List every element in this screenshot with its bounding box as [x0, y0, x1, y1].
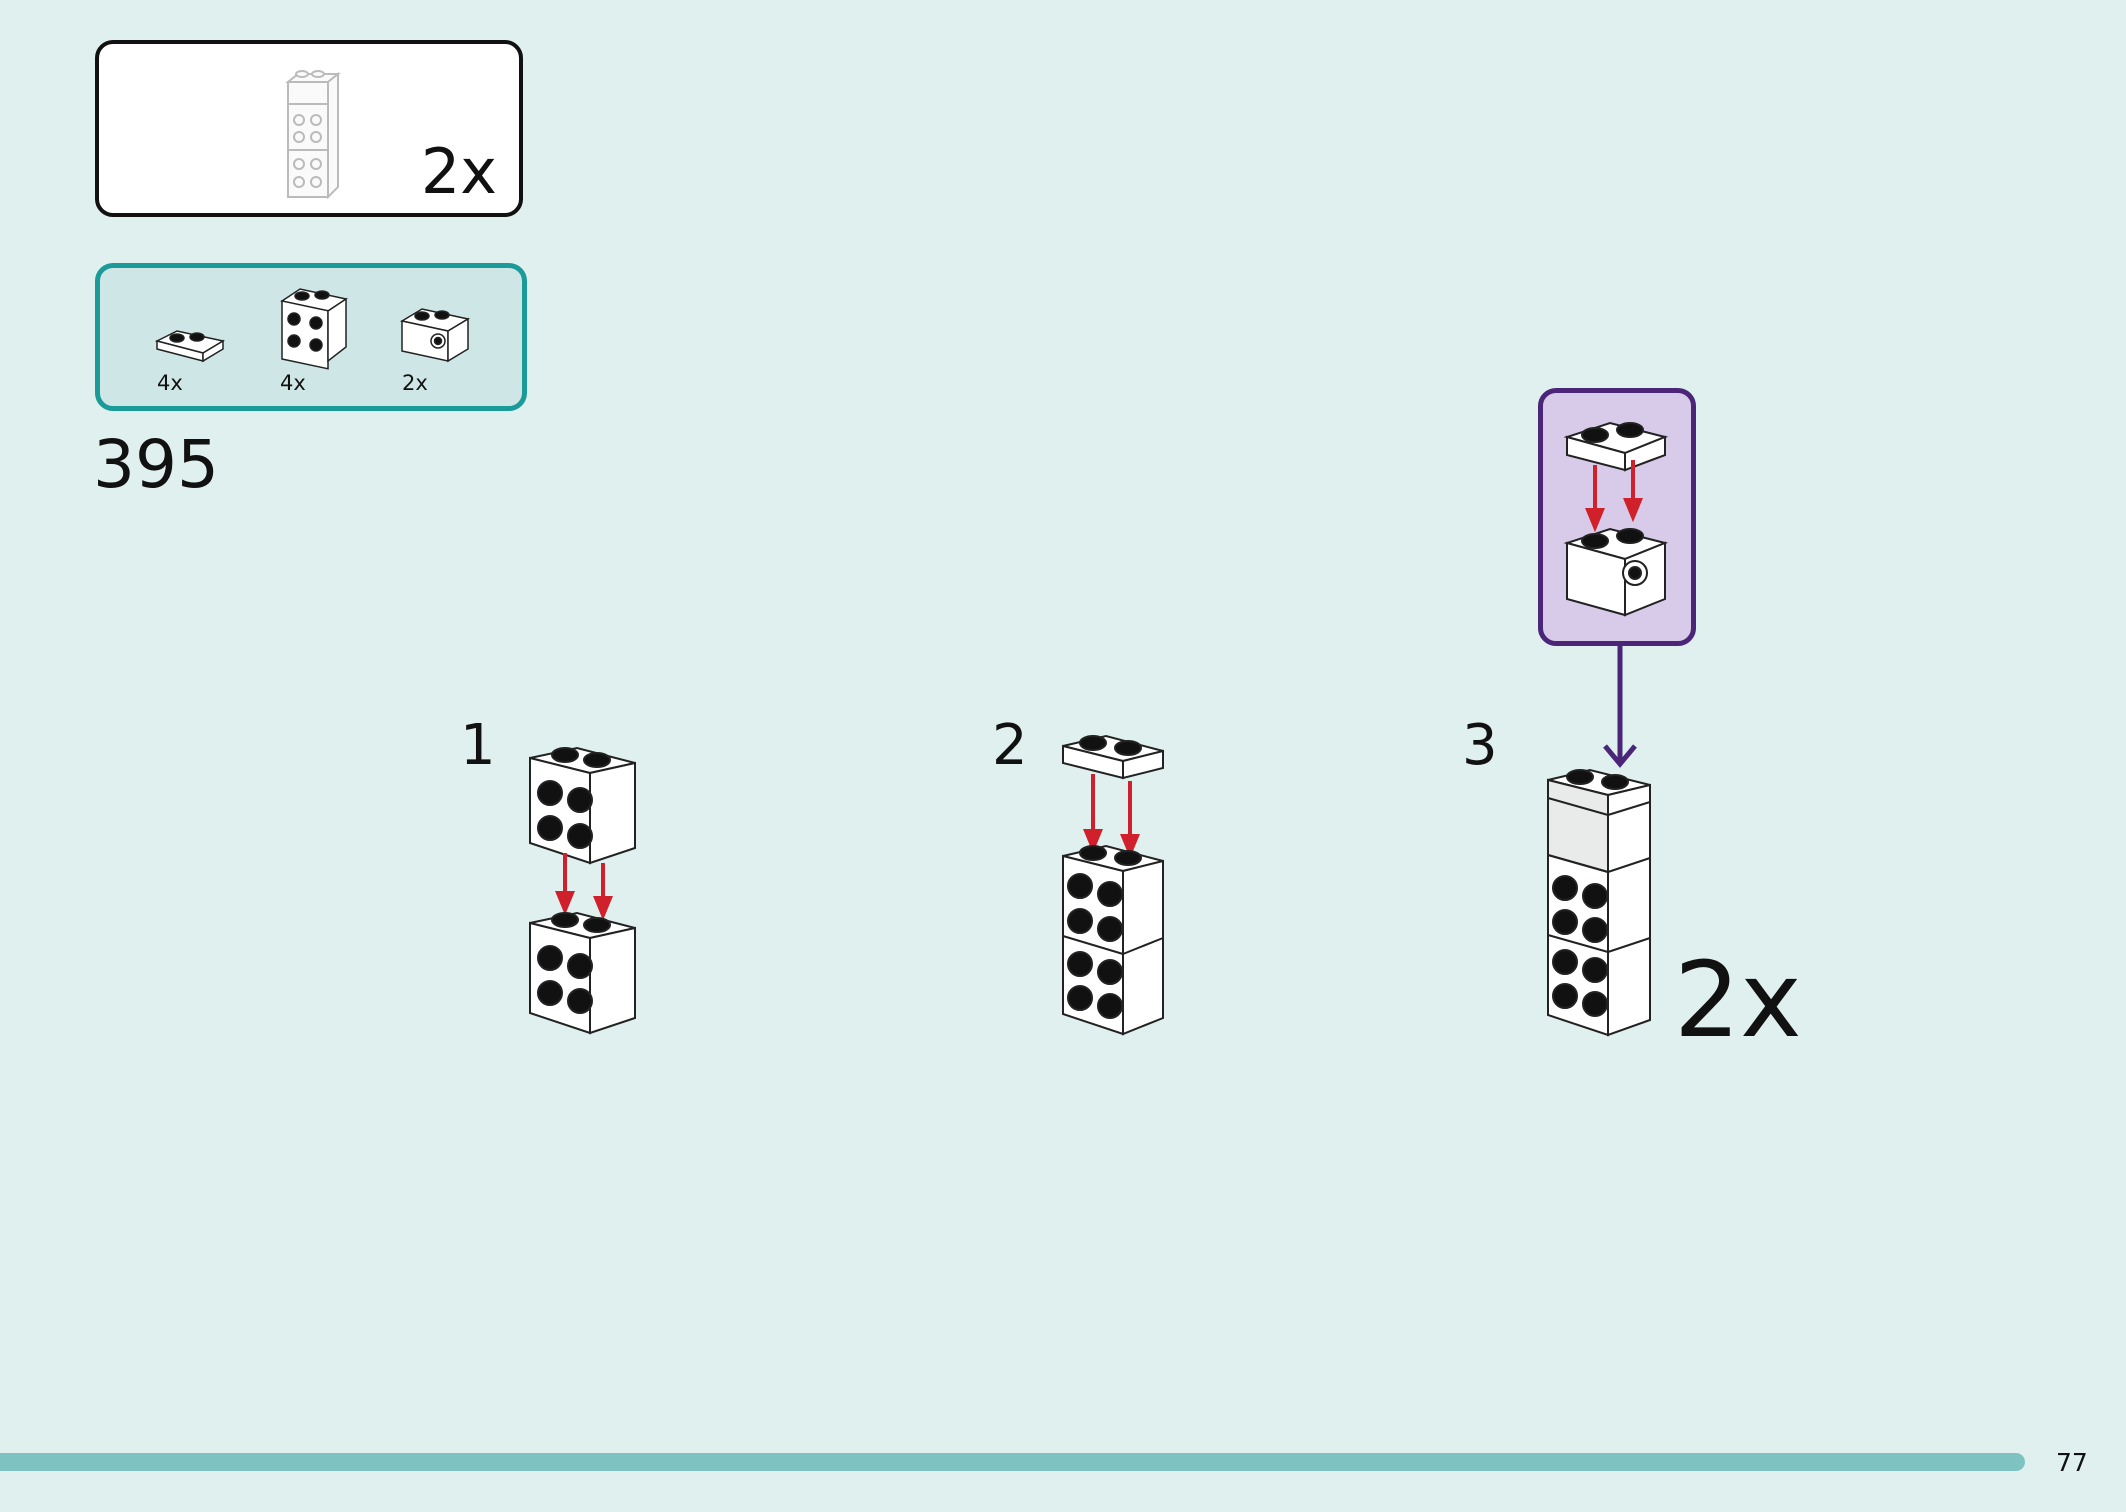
set-number: 395	[93, 426, 219, 503]
result-assembly-image	[285, 70, 341, 200]
parts-list-box: 4x 4x 2x	[95, 263, 527, 411]
part-qty-3: 2x	[402, 371, 428, 395]
page-number: 77	[2056, 1448, 2088, 1477]
sub-assembly-diagram	[1563, 421, 1669, 617]
step-number-1: 1	[460, 713, 496, 778]
brick-with-hole-image	[399, 308, 471, 363]
step-number-3: 3	[1462, 713, 1498, 778]
brick-side-studs-image	[280, 288, 348, 370]
step-number-2: 2	[992, 713, 1028, 778]
result-preview-box: 2x	[95, 40, 523, 217]
step-1-diagram	[529, 746, 636, 1035]
plate-1x2-image	[154, 330, 226, 363]
result-count: 2x	[420, 135, 497, 208]
step-2-diagram	[1062, 734, 1164, 1036]
sub-assembly-callout	[1538, 388, 1696, 646]
progress-bar	[0, 1453, 2025, 1471]
step-3-diagram	[1547, 768, 1651, 1037]
callout-arrow	[1603, 646, 1637, 768]
part-qty-1: 4x	[157, 371, 183, 395]
step-3-count: 2x	[1674, 939, 1802, 1061]
part-qty-2: 4x	[280, 371, 306, 395]
